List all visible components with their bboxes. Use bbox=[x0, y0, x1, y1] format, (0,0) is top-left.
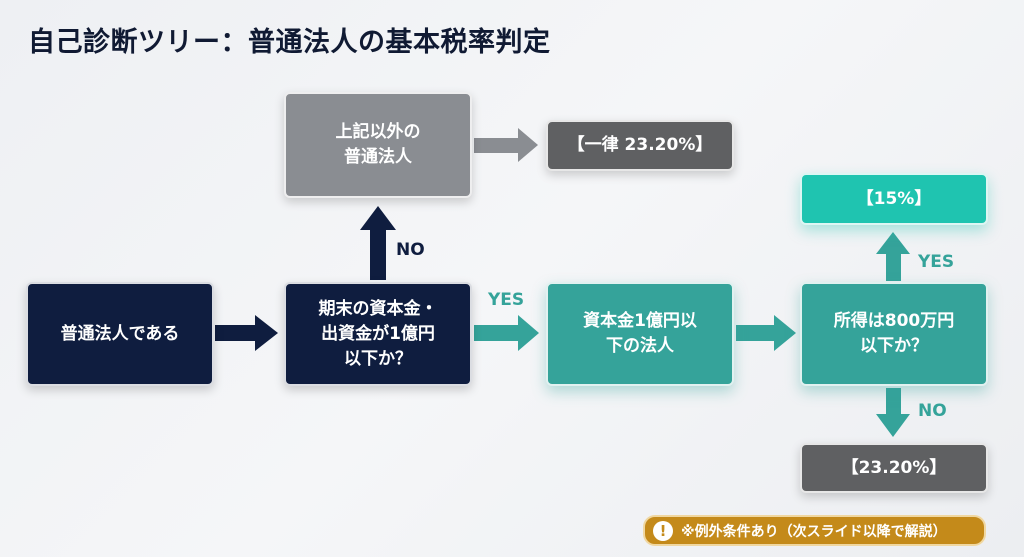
arrow-other-to-uniform bbox=[474, 128, 538, 162]
label-no-income: NO bbox=[918, 401, 947, 421]
node-small-corporation: 資本金1億円以 下の法人 bbox=[546, 282, 734, 386]
exception-note-text: ※例外条件あり（次スライド以降で解説） bbox=[681, 523, 947, 540]
node-rate-2320: 【23.20%】 bbox=[800, 443, 988, 493]
node-question-capital: 期末の資本金・ 出資金が1億円 以下か？ bbox=[284, 282, 472, 386]
exclamation-icon: ! bbox=[653, 520, 673, 541]
node-rate-15: 【15%】 bbox=[800, 173, 988, 225]
arrow-q-capital-to-small bbox=[474, 315, 539, 351]
label-yes-income: YES bbox=[918, 252, 955, 272]
node-uniform-rate: 【一律 23.20%】 bbox=[546, 120, 734, 171]
arrow-q-income-to-2320 bbox=[876, 388, 910, 437]
arrow-small-to-q-income bbox=[736, 315, 796, 351]
node-question-income: 所得は800万円 以下か？ bbox=[800, 282, 988, 386]
label-yes-capital: YES bbox=[488, 290, 525, 310]
label-no-capital: NO bbox=[396, 240, 425, 260]
arrow-q-income-to-15 bbox=[876, 232, 910, 281]
arrow-q-capital-to-other bbox=[360, 206, 396, 280]
node-start: 普通法人である bbox=[26, 282, 214, 386]
arrow-start-to-q-capital bbox=[215, 315, 278, 351]
page-title: 自己診断ツリー：普通法人の基本税率判定 bbox=[28, 27, 551, 58]
node-other-corporation: 上記以外の 普通法人 bbox=[284, 92, 472, 198]
exception-note: ! ※例外条件あり（次スライド以降で解説） bbox=[643, 515, 986, 546]
